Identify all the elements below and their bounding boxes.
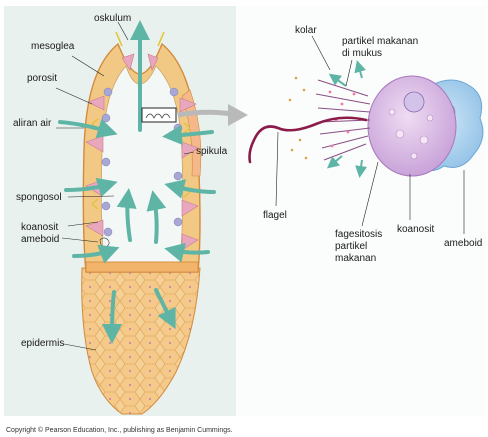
label-oskulum: oskulum (94, 13, 131, 24)
label-partikel-makanan-1: partikel makanan (342, 36, 418, 47)
label-kolar: kolar (295, 25, 317, 36)
label-fagesitosis-3: makanan (335, 253, 376, 264)
label-spikula: spikula (196, 146, 228, 157)
label-porosit: porosit (27, 73, 57, 84)
label-koanosit: koanosit (21, 222, 58, 233)
choanocyte (174, 172, 182, 180)
label-flagel: flagel (263, 210, 287, 221)
choanocyte (174, 218, 182, 226)
choanocyte-cell (368, 76, 456, 176)
label-fagesitosis-1: fagesitosis (335, 229, 382, 240)
choanocyte (102, 158, 110, 166)
choanocyte (102, 114, 110, 122)
label-aliran-air: aliran air (13, 118, 52, 129)
choanocyte (170, 88, 178, 96)
label-koanosit-cell: koanosit (397, 224, 434, 235)
choanocyte-nucleus (404, 92, 424, 112)
zoom-box (142, 108, 176, 122)
label-ameboid: ameboid (21, 234, 59, 245)
choanocyte (104, 228, 112, 236)
label-fagesitosis-2: partikel (335, 241, 367, 252)
label-mesoglea: mesoglea (31, 41, 75, 52)
choanocyte (102, 202, 110, 210)
copyright-notice: Copyright © Pearson Education, Inc., pub… (6, 426, 233, 434)
label-epidermis: epidermis (21, 338, 64, 349)
label-spongosol: spongosol (16, 192, 62, 203)
label-partikel-makanan-2: di mukus (342, 48, 382, 59)
choanocyte (174, 124, 182, 132)
inflow-arrow (112, 292, 114, 336)
label-ameboid-cell: ameboid (444, 238, 482, 249)
zoom-arrow (178, 112, 232, 115)
choanocyte (104, 88, 112, 96)
cut-section (86, 262, 198, 272)
